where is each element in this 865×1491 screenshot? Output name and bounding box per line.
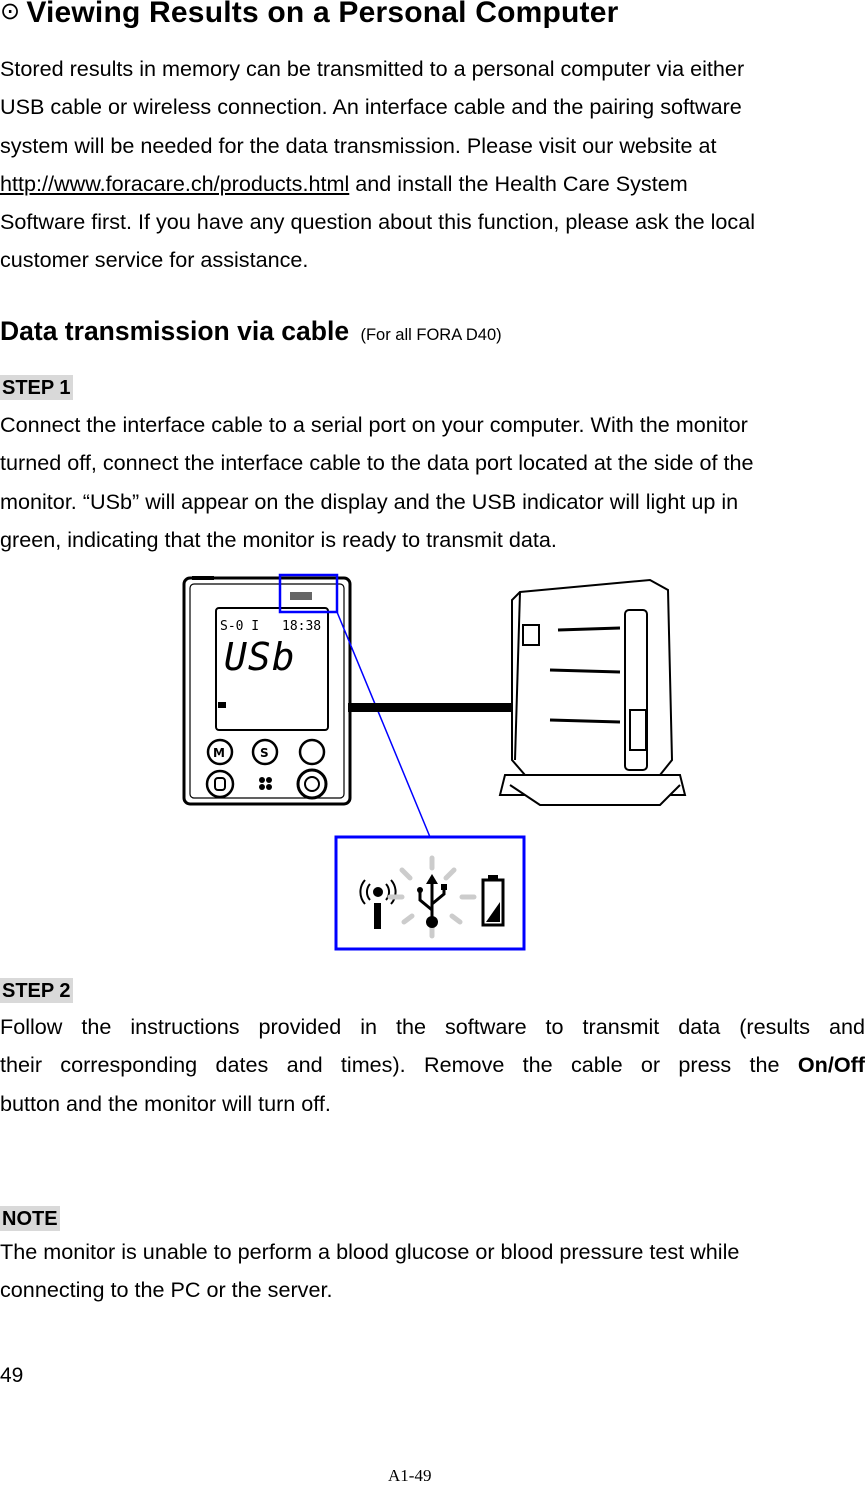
website-link[interactable]: http://www.foracare.ch/products.html: [0, 170, 350, 196]
svg-text:S: S: [260, 746, 269, 760]
note-paragraph: The monitor is unable to perform a blood…: [0, 1233, 865, 1310]
intro-paragraph: Stored results in memory can be transmit…: [0, 50, 865, 280]
step2-label: STEP 2: [0, 978, 73, 1003]
wireless-icon: [359, 879, 397, 929]
section-heading-text: Data transmission via cable: [0, 316, 350, 346]
intro-link-rest: and install the Health Care System: [349, 170, 688, 196]
battery-icon: [481, 875, 505, 927]
step2-line: their corresponding dates and times). Re…: [0, 1046, 865, 1084]
usb-icon: [387, 855, 477, 939]
device-illustration: S-0 I 18:38 USb M S: [180, 570, 690, 955]
display-time: 18:38: [282, 619, 321, 634]
page-footer: A1-49: [388, 1466, 432, 1485]
intro-line: Software first. If you have any question…: [0, 209, 756, 235]
step2-line-text: their corresponding dates and times). Re…: [0, 1052, 798, 1078]
page-title-text: Viewing Results on a Personal Computer: [26, 0, 619, 29]
section-heading: Data transmission via cable (For all FOR…: [0, 316, 502, 347]
device-diagram: S-0 I 18:38 USb M S: [182, 573, 687, 951]
note-line: connecting to the PC or the server.: [0, 1277, 333, 1303]
step1-line: Connect the interface cable to a serial …: [0, 412, 748, 437]
intro-line: system will be needed for the data trans…: [0, 132, 717, 158]
step1-paragraph: Connect the interface cable to a serial …: [0, 406, 865, 559]
monitor-buttons: M S: [205, 738, 328, 800]
monitor: S-0 I 18:38 USb M S: [182, 576, 352, 806]
bullet-icon: ⊙: [0, 0, 21, 25]
note-line: The monitor is unable to perform a blood…: [0, 1239, 740, 1264]
page-title: ⊙Viewing Results on a Personal Computer: [0, 0, 619, 30]
display-usb-text: USb: [224, 635, 296, 679]
svg-text:M: M: [213, 746, 225, 760]
step1-line: green, indicating that the monitor is re…: [0, 526, 557, 552]
indicator-highlight: [278, 573, 339, 614]
display-date: S-0 I: [220, 619, 259, 634]
on-off-label: On/Off: [797, 1052, 865, 1078]
step2-line: Follow the instructions provided in the …: [0, 1014, 865, 1039]
step2-line: button and the monitor will turn off.: [0, 1090, 331, 1116]
intro-line: http://www.foracare.ch/products.html and…: [0, 165, 865, 203]
note-label: NOTE: [0, 1206, 60, 1231]
intro-line: USB cable or wireless connection. An int…: [0, 94, 742, 120]
page-number: 49: [0, 1364, 24, 1387]
step2-paragraph: Follow the instructions provided in the …: [0, 1008, 865, 1123]
cradle: [498, 578, 687, 806]
interface-cable: [348, 703, 516, 712]
intro-line: Stored results in memory can be transmit…: [0, 56, 745, 81]
step1-line: turned off, connect the interface cable …: [0, 450, 754, 476]
step1-label: STEP 1: [0, 375, 73, 400]
step1-line: monitor. “USb” will appear on the displa…: [0, 488, 739, 514]
intro-line: customer service for assistance.: [0, 247, 309, 273]
section-heading-note: (For all FORA D40): [360, 326, 502, 344]
